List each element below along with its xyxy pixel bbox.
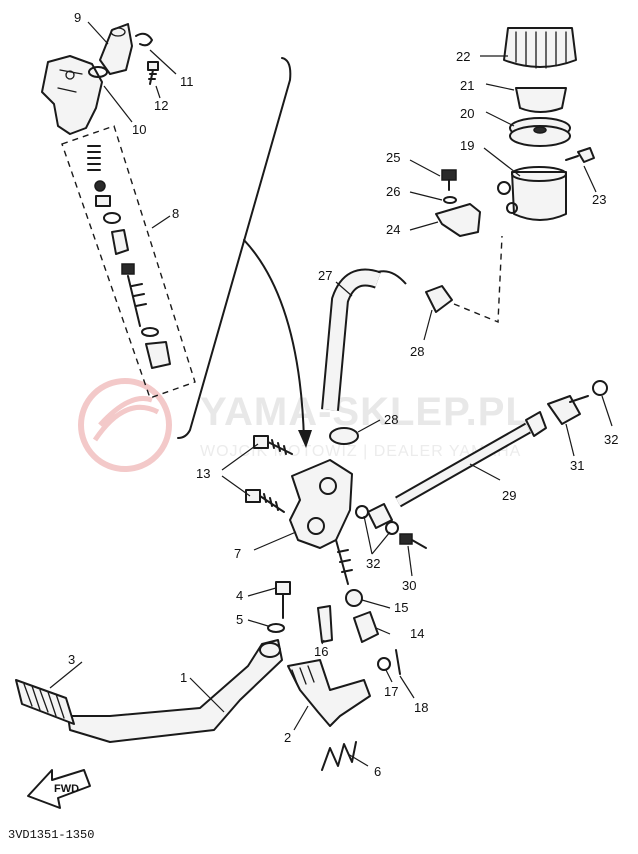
callout-28-upper: 28 <box>410 344 424 359</box>
callout-15: 15 <box>394 600 408 615</box>
callout-8: 8 <box>172 206 179 221</box>
master-cylinder-body <box>41 55 103 135</box>
callout-9: 9 <box>74 10 81 25</box>
watermark-logo-icon <box>78 378 172 472</box>
reference-arrow-line <box>243 239 305 441</box>
diaphragm <box>509 117 571 147</box>
clevis <box>353 611 379 643</box>
callout-24: 24 <box>386 222 400 237</box>
callout-13: 13 <box>196 466 210 481</box>
callout-29: 29 <box>502 488 516 503</box>
brake-pedal <box>67 639 283 743</box>
piston-kit <box>61 125 196 399</box>
reservoir-cap <box>503 27 577 69</box>
reference-arrow-head-icon <box>298 430 312 448</box>
callout-26: 26 <box>386 184 400 199</box>
copper-washer-right <box>592 380 608 396</box>
hose-route <box>453 235 503 324</box>
pin-washer <box>377 657 391 671</box>
brake-pedal-footrest <box>15 679 75 725</box>
bleed-screw <box>399 533 427 549</box>
clevis-pin <box>317 605 333 643</box>
callout-11: 11 <box>180 74 194 89</box>
forward-direction-indicator: FWD <box>27 769 91 809</box>
reservoir-bracket <box>435 203 481 237</box>
hose-fitting <box>99 23 133 75</box>
callout-4: 4 <box>236 588 243 603</box>
o-ring <box>88 66 108 78</box>
callout-1: 1 <box>180 670 187 685</box>
callout-31: 31 <box>570 458 584 473</box>
copper-washer-left-b <box>385 521 399 535</box>
diaphragm-plate <box>515 87 567 113</box>
locknut <box>345 589 363 607</box>
callout-7: 7 <box>234 546 241 561</box>
screw <box>147 61 159 85</box>
callout-3: 3 <box>68 652 75 667</box>
callout-17: 17 <box>384 684 398 699</box>
callout-18: 18 <box>414 700 428 715</box>
leader-lines <box>49 21 613 767</box>
callout-6: 6 <box>374 764 381 779</box>
callout-20: 20 <box>460 106 474 121</box>
callout-14: 14 <box>410 626 424 641</box>
callout-22: 22 <box>456 49 470 64</box>
callout-16: 16 <box>314 644 328 659</box>
bracket-bolt <box>441 169 457 191</box>
diagram-code: 3VD1351-1350 <box>8 828 94 842</box>
pedal-shaft <box>287 659 371 727</box>
watermark: YAMA-SKLEP.PL WOJCIK MOTOWIZ | DEALER YA… <box>78 378 531 472</box>
reservoir-screw <box>565 147 595 163</box>
callout-12: 12 <box>154 98 168 113</box>
bracket-washer <box>443 196 457 204</box>
circlip <box>135 32 153 47</box>
callout-5: 5 <box>236 612 243 627</box>
hose-clip-upper <box>425 285 453 313</box>
callout-28-lower: 28 <box>384 412 398 427</box>
callout-21: 21 <box>460 78 474 93</box>
callout-labels: 9 11 12 10 8 22 21 20 19 23 25 26 24 27 … <box>68 10 618 779</box>
mounting-bolt-lower <box>245 489 285 513</box>
reservoir-tank <box>497 166 567 221</box>
reservoir-hose <box>323 270 381 411</box>
cotter-pin <box>395 649 401 675</box>
callout-19: 19 <box>460 138 474 153</box>
watermark-brand: YAMA-SKLEP.PL <box>200 390 531 434</box>
fwd-label: FWD <box>54 783 79 795</box>
callout-23: 23 <box>592 192 606 207</box>
callout-32-right: 32 <box>604 432 618 447</box>
callout-2: 2 <box>284 730 291 745</box>
callout-32-left: 32 <box>366 556 380 571</box>
pedal-washer <box>267 623 285 633</box>
copper-washer-left-a <box>355 505 369 519</box>
reference-bracket-line <box>177 57 292 439</box>
rear-master-cylinder <box>289 459 353 585</box>
callout-27: 27 <box>318 268 332 283</box>
brake-hose <box>367 411 547 529</box>
union-bolt <box>547 395 589 425</box>
pedal-bolt <box>275 581 291 619</box>
callout-30: 30 <box>402 578 416 593</box>
callout-10: 10 <box>132 122 146 137</box>
hose-clip-lower <box>329 427 359 445</box>
return-spring <box>321 741 357 771</box>
callout-25: 25 <box>386 150 400 165</box>
